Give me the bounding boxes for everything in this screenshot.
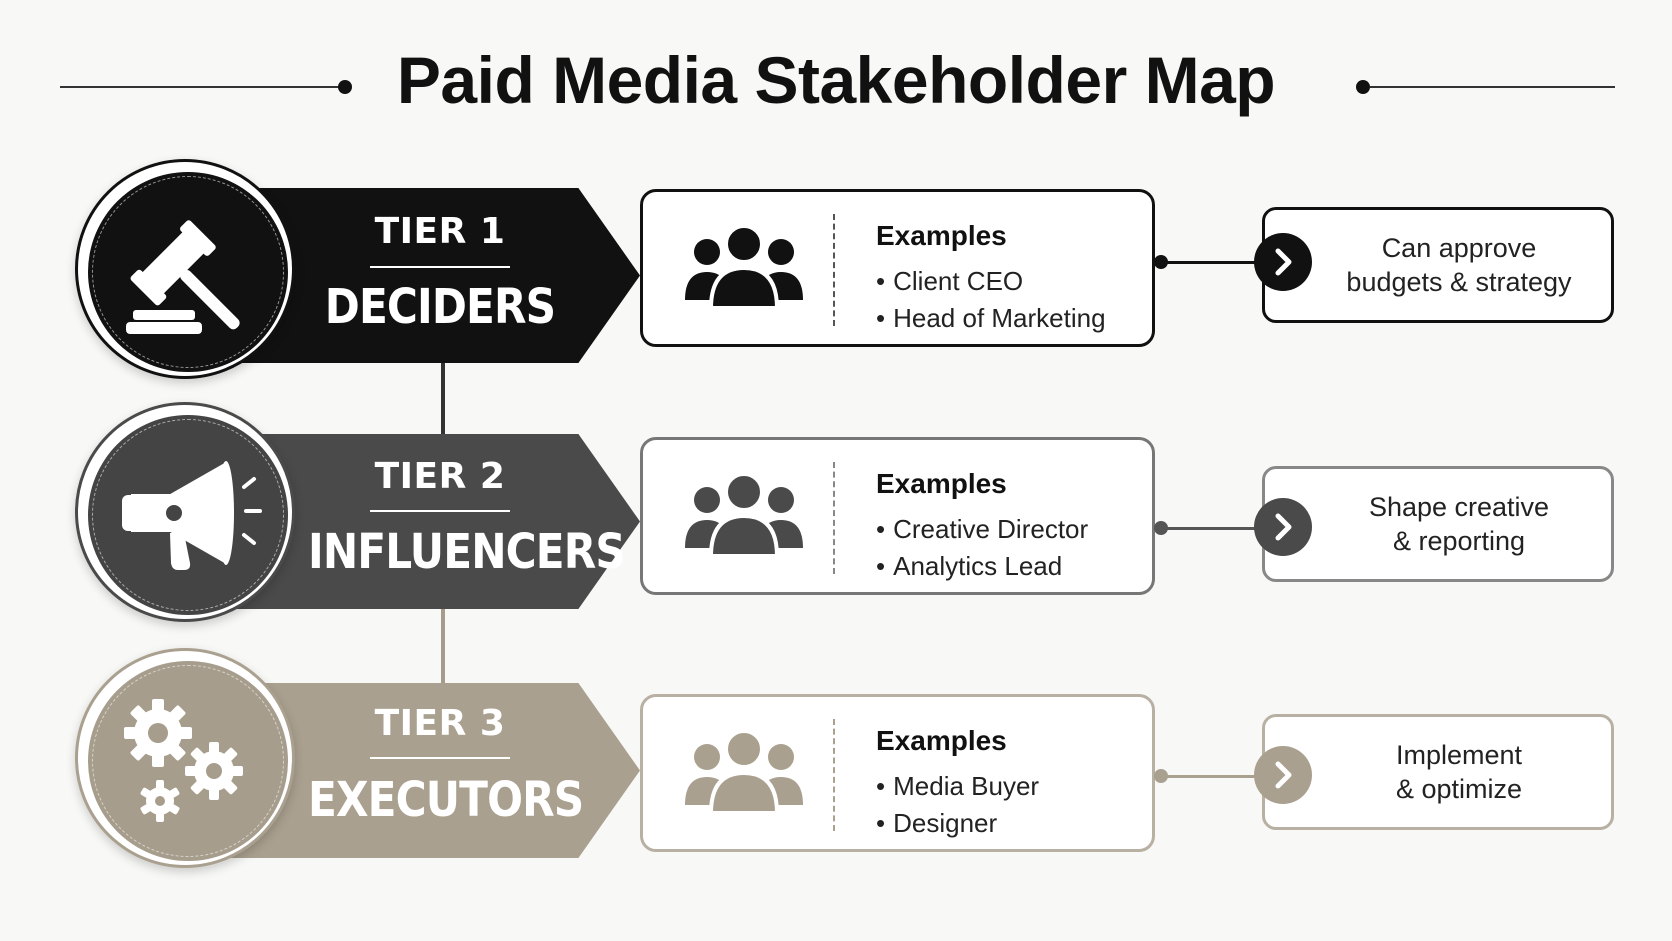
tier-connector-2-3 (441, 600, 445, 685)
tier-medal (75, 402, 295, 622)
outcome-text: Implement& optimize (1395, 740, 1523, 804)
tier-connector-1-2 (441, 355, 445, 435)
people-group-icon (685, 472, 803, 558)
outcome-card: Shape creative& reporting (1262, 466, 1614, 582)
examples-card: Examples Media Buyer Designer (640, 694, 1155, 852)
link-line (1160, 527, 1270, 530)
tier-name: INFLUENCERS (308, 524, 626, 580)
example-item: Designer (876, 808, 1039, 845)
examples-card: Examples Client CEO Head of Marketing (640, 189, 1155, 347)
outcome-text: Shape creative& reporting (1368, 492, 1550, 556)
tier-name: EXECUTORS (308, 772, 584, 828)
people-group-icon (685, 729, 803, 815)
chevron-right-icon (1275, 513, 1292, 541)
title-rule-right (1370, 86, 1615, 88)
gavel-icon (126, 220, 240, 334)
example-item: Creative Director (876, 514, 1088, 551)
title-rule-left (60, 86, 345, 88)
chevron-right-button[interactable] (1254, 746, 1312, 804)
tier-rule (370, 757, 510, 759)
page-title: Paid Media Stakeholder Map (396, 43, 1276, 117)
examples-title: Examples (876, 220, 1007, 251)
examples-list: Client CEO Head of Marketing (876, 266, 1106, 340)
title-dot-right (1356, 80, 1370, 94)
tier-number: TIER 1 (374, 211, 506, 252)
link-line (1160, 261, 1270, 264)
tier-row-influencers: TIER 2 INFLUENCERS (0, 402, 1672, 642)
example-item: Media Buyer (876, 771, 1039, 808)
megaphone-icon (122, 459, 262, 570)
chevron-right-button[interactable] (1254, 498, 1312, 556)
title-dot-left (338, 80, 352, 94)
card-divider (833, 462, 835, 574)
tier-rule (370, 266, 510, 268)
tier-name: DECIDERS (324, 279, 556, 335)
card-divider (833, 719, 835, 831)
example-item: Head of Marketing (876, 303, 1105, 340)
examples-list: Media Buyer Designer (876, 771, 1039, 845)
chevron-right-icon (1275, 248, 1292, 276)
tier-medal (75, 159, 295, 379)
tier-row-executors: TIER 3 EXECUTORS (0, 648, 1672, 890)
gears-icon (124, 699, 243, 822)
card-divider (833, 214, 835, 326)
example-item: Client CEO (876, 266, 1106, 303)
examples-title: Examples (876, 468, 1007, 499)
tier-row-deciders: TIER 1 DECIDERS (0, 155, 1672, 395)
tier-number: TIER 2 (374, 456, 506, 497)
people-group-icon (685, 224, 803, 310)
tier-rule (370, 510, 510, 512)
examples-card: Examples Creative Director Analytics Lea… (640, 437, 1155, 595)
link-line (1160, 775, 1270, 778)
examples-title: Examples (876, 725, 1007, 756)
examples-list: Creative Director Analytics Lead (876, 514, 1088, 588)
tier-medal (75, 648, 295, 868)
example-item: Analytics Lead (876, 551, 1088, 588)
chevron-right-icon (1275, 761, 1292, 789)
chevron-right-button[interactable] (1254, 233, 1312, 291)
tier-number: TIER 3 (374, 703, 506, 744)
outcome-card: Implement& optimize (1262, 714, 1614, 830)
